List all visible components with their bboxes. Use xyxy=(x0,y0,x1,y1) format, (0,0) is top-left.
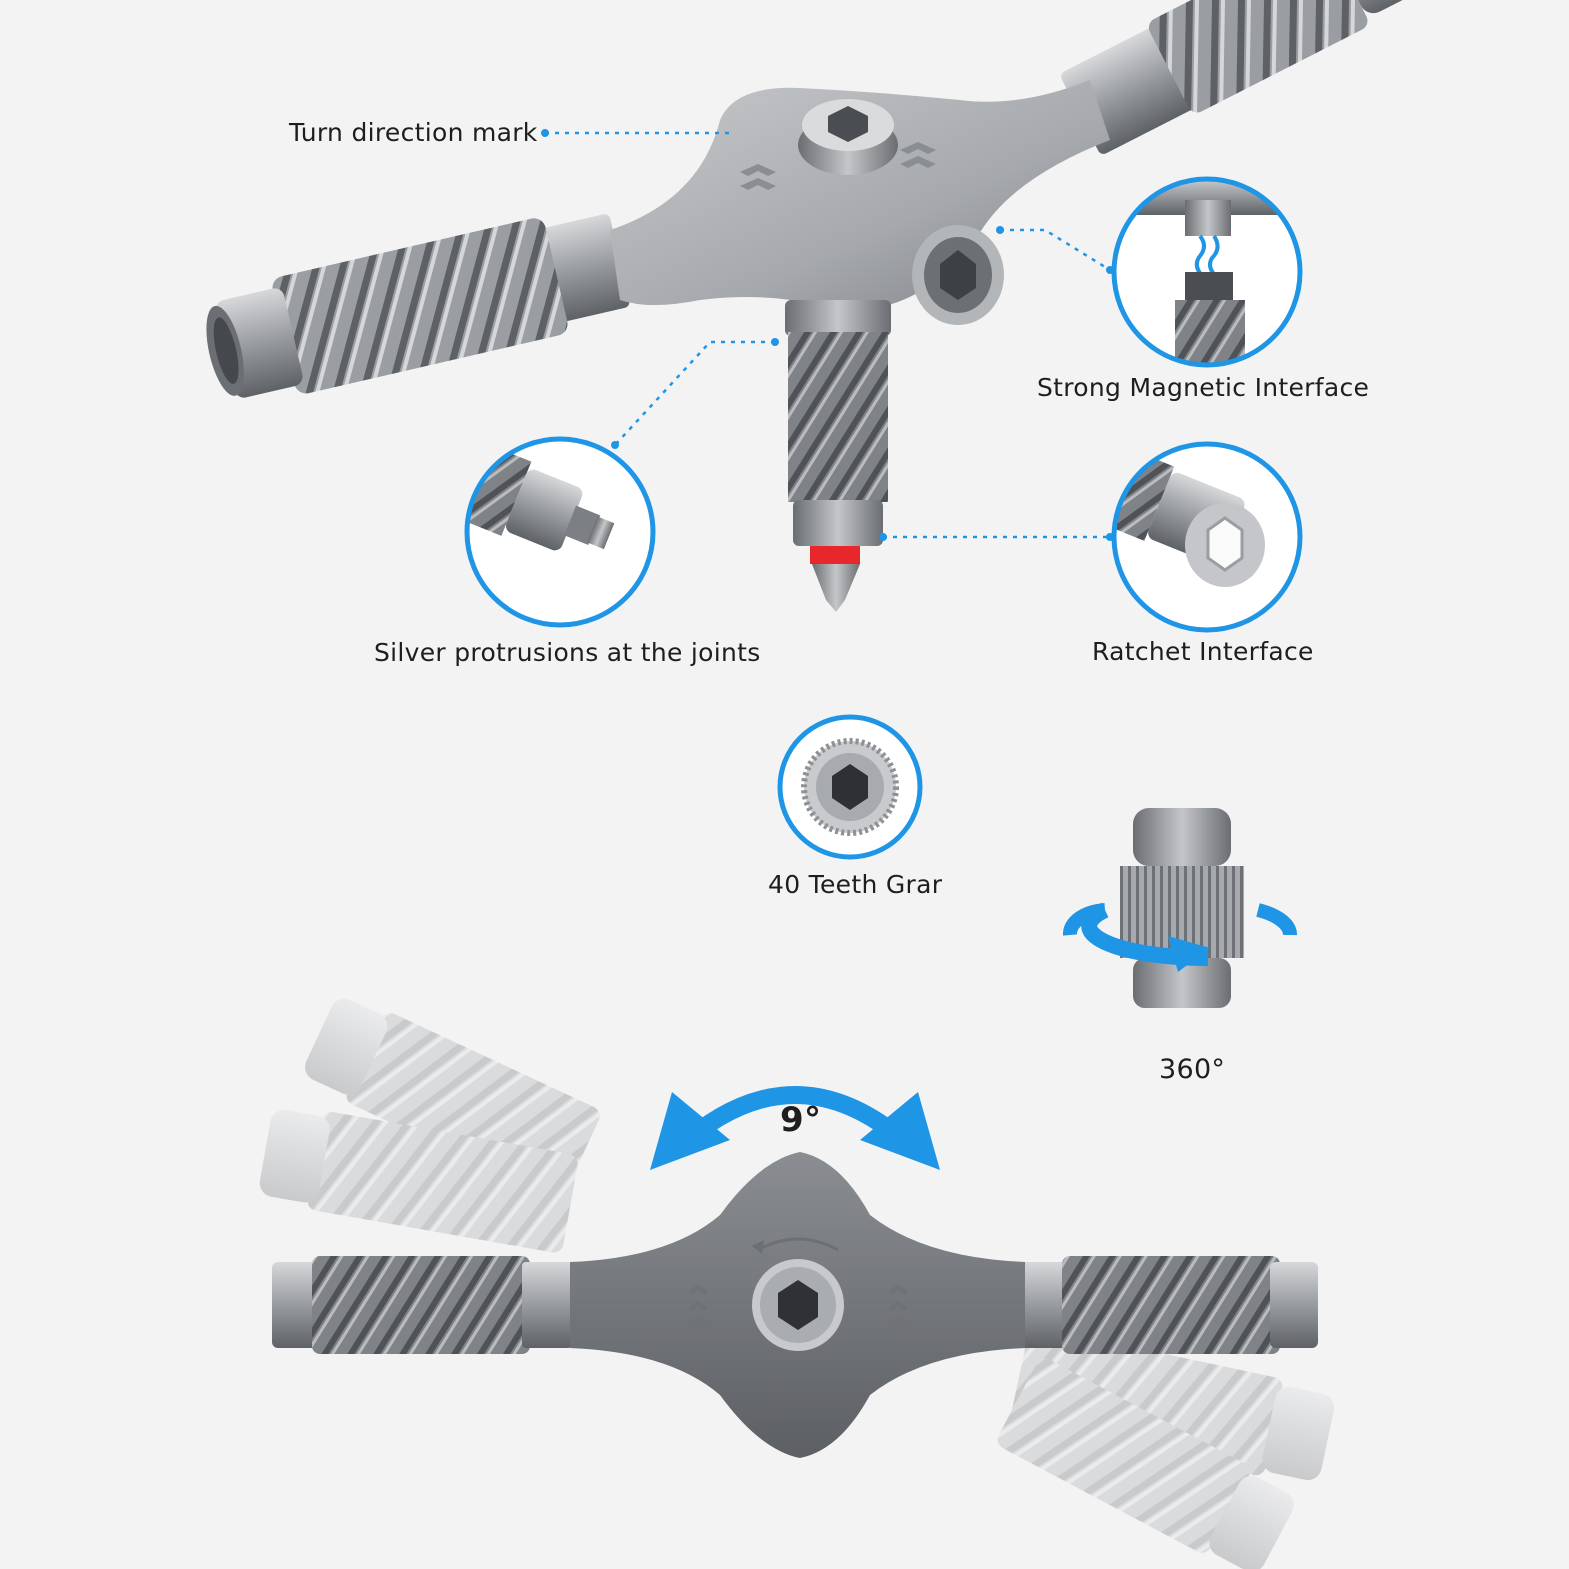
rotation-arrow-icon xyxy=(1062,902,1297,972)
gear-teeth-label: 40 Teeth Grar xyxy=(768,870,943,899)
ghost-handles xyxy=(259,998,1335,1569)
ratchet-interface-label: Ratchet Interface xyxy=(1092,637,1314,666)
gear-detail-circle xyxy=(777,714,923,860)
turn-direction-label: Turn direction mark xyxy=(289,118,538,147)
protrusion-detail-circle xyxy=(464,436,656,628)
rotating-adapter xyxy=(1062,808,1297,1008)
swing-arrow-icon xyxy=(650,1086,940,1170)
bit-red-ring xyxy=(810,546,860,564)
ratchet-detail-circle xyxy=(1111,441,1303,633)
hex-socket-icon xyxy=(832,764,868,810)
magnetic-interface-label: Strong Magnetic Interface xyxy=(1037,373,1370,402)
main-tool-top xyxy=(206,0,1416,612)
protrusions-label: Silver protrusions at the joints xyxy=(374,638,761,667)
callout-lines xyxy=(545,131,1111,539)
main-tool-bottom xyxy=(272,1152,1318,1458)
swing-angle-label: 9° xyxy=(780,1100,822,1140)
magnetic-detail-circle xyxy=(1111,176,1303,368)
rotation-label: 360° xyxy=(1159,1054,1226,1085)
